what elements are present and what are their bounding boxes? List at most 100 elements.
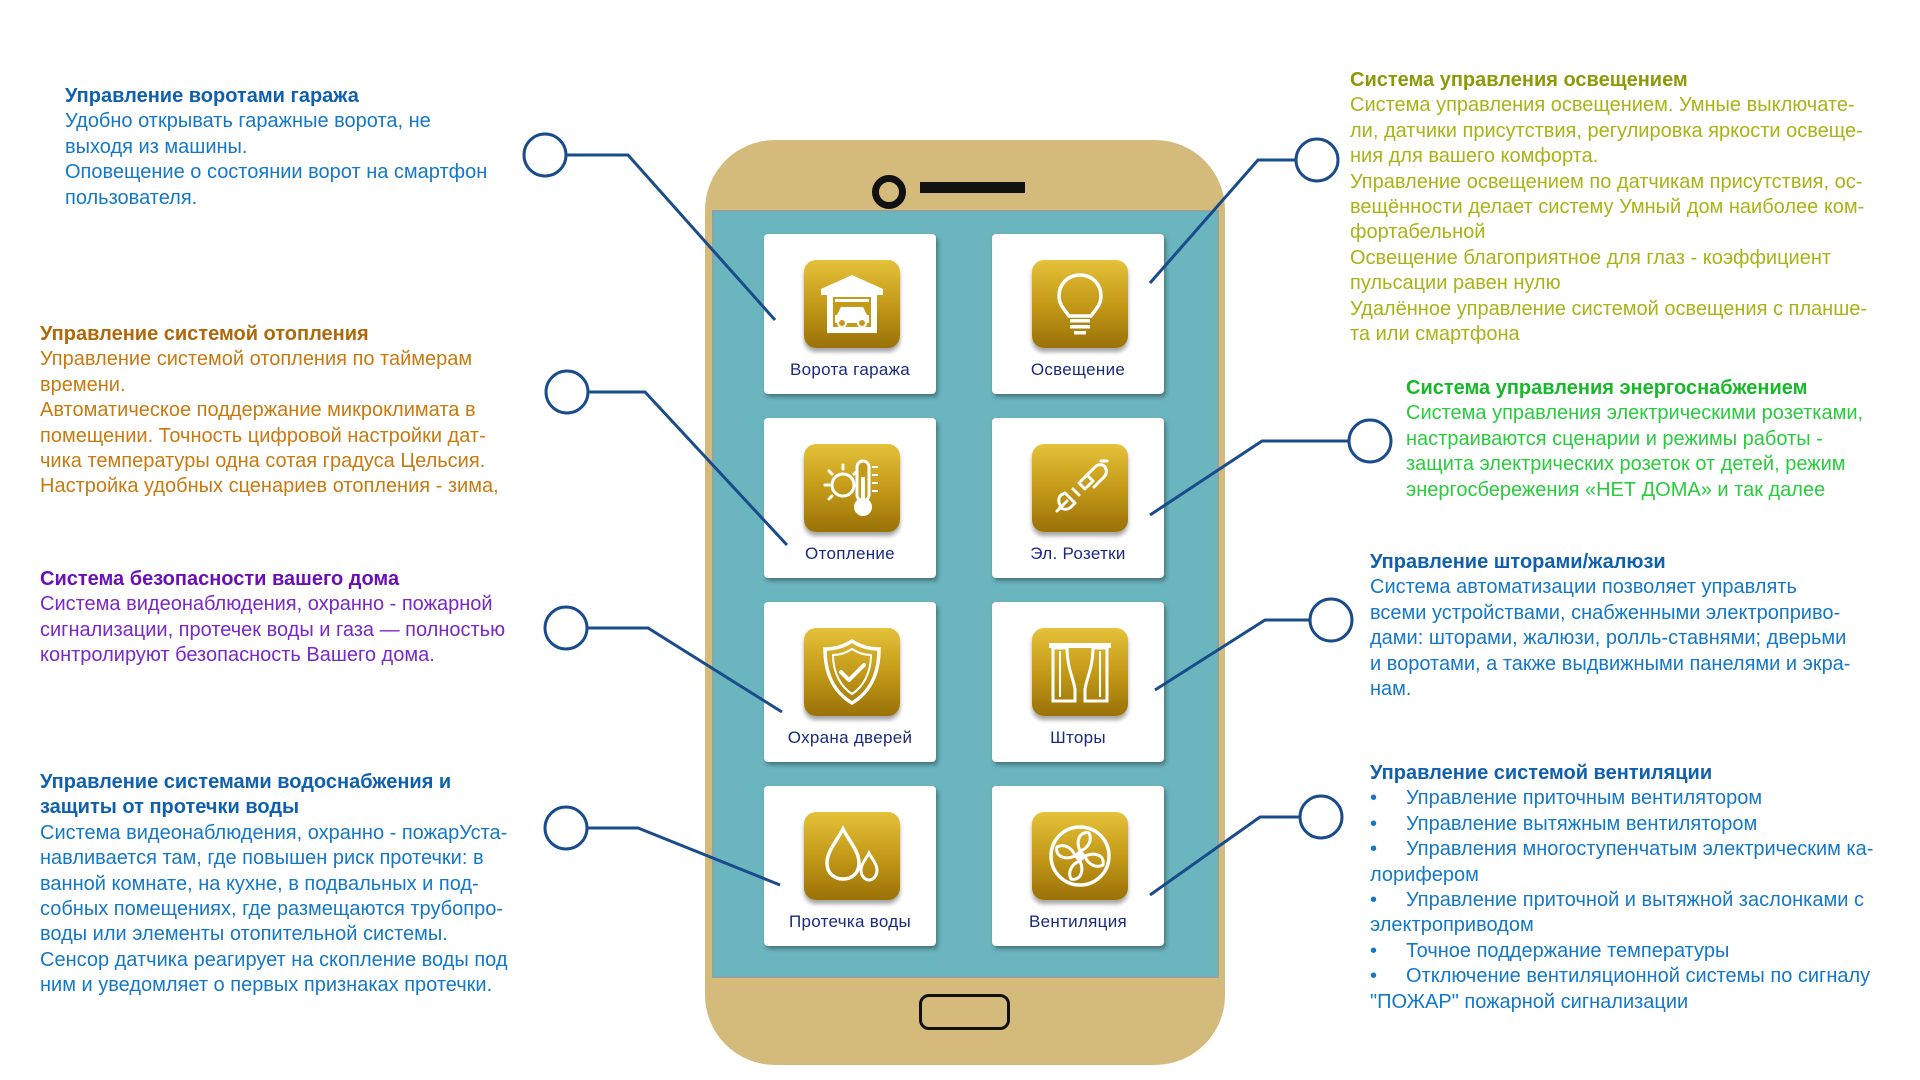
fan-icon — [1049, 825, 1111, 887]
list-item-text: Управление приточной и вытяжной заслонка… — [1406, 889, 1864, 912]
curtains-text-line: и воротами, а также выдвижными панелями … — [1370, 652, 1851, 675]
tile-label: Ворота гаража — [789, 360, 911, 379]
curtains-text-line: всеми устройствами, снабженными электроп… — [1370, 601, 1841, 624]
connector-circle-heating — [544, 369, 590, 415]
energy-description: Система управления энергоснабжением Сист… — [1406, 376, 1906, 503]
heating-text-line: Автоматическое поддержание микроклимата … — [40, 399, 476, 422]
tile-label: Отопление — [805, 544, 895, 563]
garage-description: Управление воротами гаража Удобно открыв… — [65, 84, 535, 211]
water-text-line: ним и уведомляет о первых признаках прот… — [40, 974, 493, 997]
garage-icon — [821, 275, 883, 333]
lighting-text-line: ли, датчики присутствия, регулировка ярк… — [1350, 119, 1863, 142]
security-description: Система безопасности вашего дома Система… — [40, 567, 540, 669]
connector-circle-security — [543, 605, 589, 651]
energy-text-line: настраиваются сценарии и режимы работы - — [1406, 427, 1823, 450]
garage-text-line: выходя из машины. — [65, 135, 248, 158]
water-text-line: Система видеонаблюдения, охранно - пожар… — [40, 821, 508, 844]
shield-check-icon — [823, 638, 881, 706]
list-item-text-cont: лорифером — [1370, 863, 1479, 886]
curtains-text-line: Система автоматизации позволяет управлят… — [1370, 576, 1797, 599]
tile-sockets[interactable]: Эл. Розетки — [992, 418, 1164, 578]
lighting-text-line: та или смартфона — [1350, 323, 1520, 346]
connector-circle-water — [543, 805, 589, 851]
heating-text-line: времени. — [40, 373, 126, 396]
heating-description: Управление системой отопления Управление… — [40, 322, 540, 500]
lighting-text-line: фортабельной — [1350, 221, 1486, 244]
tile-garage-gates[interactable]: Ворота гаража — [764, 234, 936, 394]
ventilation-title: Управление системой вентиляции — [1370, 762, 1713, 784]
light-bulb-icon — [1057, 273, 1103, 335]
energy-title: Система управления энергоснабжением — [1406, 377, 1808, 399]
lighting-text-line: пульсации равен нулю — [1350, 272, 1561, 295]
garage-text-line: пользователя. — [65, 186, 198, 209]
home-button[interactable] — [919, 994, 1010, 1030]
connector-circle-energy — [1347, 418, 1393, 464]
water-description: Управление системами водоснабжения и защ… — [40, 770, 540, 999]
garage-text-line: Удобно открывать гаражные ворота, не — [65, 110, 431, 133]
heating-text-line: Управление системой отопления по таймера… — [40, 348, 473, 371]
connector-circle-curtains — [1308, 597, 1354, 643]
water-drops-icon — [825, 825, 879, 882]
security-title: Система безопасности вашего дома — [40, 568, 400, 590]
energy-text-line: защита электрических розеток от детей, р… — [1406, 453, 1846, 476]
list-item-text: Управления многоступенчатым электрически… — [1406, 838, 1874, 861]
security-text-line: контролируют безопасность Вашего дома. — [40, 644, 435, 667]
list-item: • Отключение вентиляционной системы по си… — [1370, 964, 1915, 1015]
connector-circle-vent — [1298, 794, 1344, 840]
lighting-title: Система управления освещением — [1350, 69, 1688, 91]
bullet: • — [1370, 787, 1378, 810]
lighting-text-line: Система управления освещением. Умные вык… — [1350, 94, 1855, 117]
energy-text-line: энергосбережения «НЕТ ДОМА» и так далее — [1406, 478, 1826, 501]
thermometer-sun-icon — [823, 459, 878, 516]
tile-water-leak[interactable]: Протечка воды — [764, 786, 936, 946]
connector-circle-light — [1294, 137, 1340, 183]
curtains-text-line: нам. — [1370, 678, 1412, 701]
list-item-text-cont: "ПОЖАР" пожарной сигнализации — [1370, 990, 1689, 1013]
bullet: • — [1370, 965, 1378, 988]
heating-text-line: Настройка удобных сценариев отопления - … — [40, 475, 499, 498]
list-item-text: Управление вытяжным вентилятором — [1406, 812, 1758, 835]
tile-curtains[interactable]: Шторы — [992, 602, 1164, 762]
heating-text-line: чика температуры одна сотая градуса Цель… — [40, 450, 486, 473]
tile-label: Эл. Розетки — [1030, 544, 1126, 563]
plug-icon — [1055, 459, 1109, 513]
garage-title: Управление воротами гаража — [65, 85, 359, 107]
list-item: • Управление приточным вентилятором — [1370, 786, 1915, 811]
curtains-icon — [1049, 643, 1111, 703]
list-item: •Управления многоступенчатым электрическ… — [1370, 837, 1915, 888]
tile-label: Шторы — [1050, 728, 1106, 747]
bullet: • — [1370, 812, 1378, 835]
curtains-description: Управление шторами/жалюзи Система автома… — [1370, 550, 1900, 702]
tile-lighting[interactable]: Освещение — [992, 234, 1164, 394]
security-text-line: Система видеонаблюдения, охранно - пожар… — [40, 593, 493, 616]
bullet: • — [1370, 889, 1378, 912]
lighting-text-line: Удалённое управление системой освещения … — [1350, 297, 1868, 320]
list-item-text: Отключение вентиляционной системы по сиг… — [1406, 965, 1871, 988]
water-text-line: воды или элементы отопительной системы. — [40, 923, 448, 946]
ventilation-list: •Управление приточным вентилятором •Упра… — [1370, 786, 1915, 1015]
tile-label: Вентиляция — [1028, 912, 1128, 931]
tile-door-security[interactable]: Охрана дверей — [764, 602, 936, 762]
garage-text-line: Оповещение о состоянии ворот на смартфон — [65, 161, 488, 184]
curtains-title: Управление шторами/жалюзи — [1370, 551, 1666, 573]
tile-ventilation[interactable]: Вентиляция — [992, 786, 1164, 946]
water-text-line: собных помещениях, где размещаются трубо… — [40, 898, 503, 921]
heating-text-line: помещении. Точность цифровой настройки д… — [40, 424, 486, 447]
water-text-line: навливается там, где повышен риск протеч… — [40, 847, 484, 870]
energy-text-line: Система управления электрическими розетк… — [1406, 402, 1864, 425]
list-item: • Управление приточной и вытяжной заслонк… — [1370, 888, 1915, 939]
water-text-line: ванной комнате, на кухне, в подвальных и… — [40, 872, 479, 895]
lighting-description: Система управления освещением Система уп… — [1350, 68, 1900, 347]
curtains-text-line: дами: шторами, жалюзи, ролль-ставнями; д… — [1370, 627, 1847, 650]
water-text-line: Сенсор датчика реагирует на скопление во… — [40, 948, 508, 971]
heating-title: Управление системой отопления — [40, 323, 369, 345]
tile-label: Протечка воды — [788, 912, 912, 931]
ventilation-description: Управление системой вентиляции •Управлен… — [1370, 761, 1915, 1015]
list-item-text: Управление приточным вентилятором — [1406, 787, 1763, 810]
list-item-text: Точное поддержание температуры — [1406, 939, 1730, 962]
lighting-text-line: ния для вашего комфорта. — [1350, 145, 1599, 168]
tile-heating[interactable]: Отопление — [764, 418, 936, 578]
lighting-text-line: Управление освещением по датчикам присут… — [1350, 170, 1863, 193]
tile-label: Освещение — [1030, 360, 1126, 379]
front-camera — [872, 175, 906, 209]
